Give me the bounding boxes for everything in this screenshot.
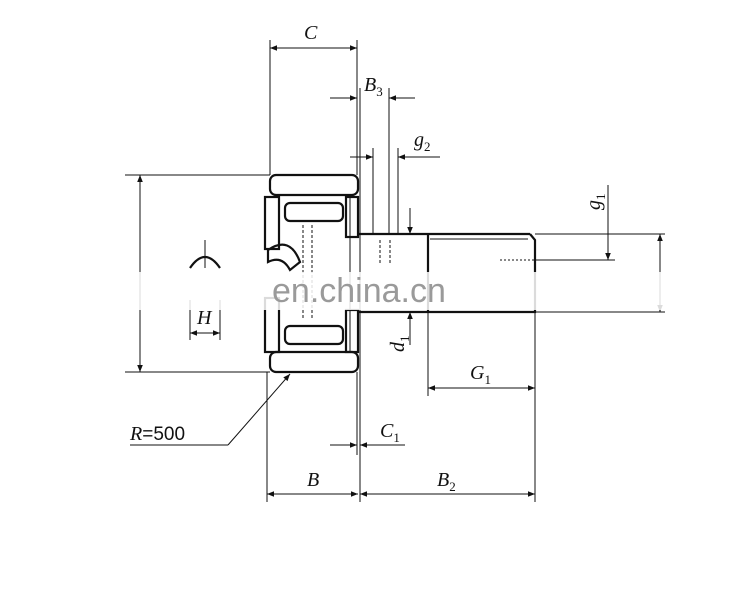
roller-bottom	[283, 324, 345, 346]
roller-top	[283, 201, 345, 223]
label-d1: d1	[387, 336, 412, 353]
label-B: B	[307, 469, 319, 491]
dimension-lines	[130, 45, 663, 497]
label-g1: g1	[583, 194, 608, 211]
radius-leader	[227, 373, 291, 446]
cage-section	[266, 243, 302, 272]
label-g2: g2	[414, 129, 431, 154]
watermark: en.china.cn	[272, 272, 446, 310]
label-R: R=500	[129, 423, 185, 445]
label-H: H	[196, 307, 213, 329]
label-C1: C1	[380, 420, 400, 445]
label-G1: G1	[470, 362, 491, 387]
label-B3: B3	[364, 74, 383, 99]
label-B2: B2	[437, 469, 456, 494]
watermark-band	[110, 272, 680, 310]
label-C: C	[304, 22, 318, 44]
